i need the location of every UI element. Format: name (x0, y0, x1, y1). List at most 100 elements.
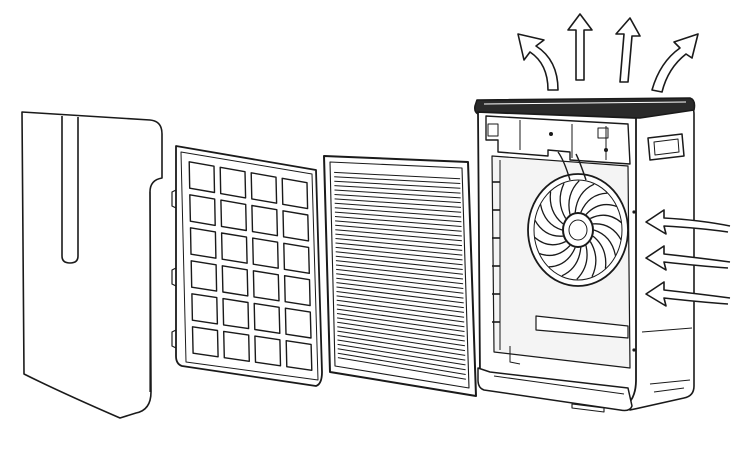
pleat-line (334, 171, 461, 180)
pre-filter (171, 145, 323, 387)
pleat-line (335, 233, 463, 247)
pleat-line (335, 229, 462, 242)
pleat-line (334, 176, 461, 184)
fan-assembly (527, 151, 629, 287)
pleat-line (336, 268, 464, 285)
prefilter-cell (251, 204, 279, 237)
fan-blades (534, 180, 622, 280)
top-vent (474, 97, 696, 119)
left-arrow-icon (645, 245, 731, 271)
up-arrow-icon (517, 33, 559, 91)
pleat-line (336, 273, 464, 289)
fan-blade (549, 191, 564, 225)
prefilter-cell (221, 265, 249, 297)
prefilter-cell (223, 330, 250, 362)
pleat-line (334, 216, 462, 227)
pleat-line (336, 277, 464, 294)
pleat-line (335, 260, 463, 275)
pleat-line (337, 317, 465, 337)
pleat-line (334, 185, 461, 194)
pleat-line (335, 238, 463, 251)
prefilter-cell (188, 161, 216, 194)
prefilter-cell (191, 293, 219, 325)
pleat-line (334, 198, 462, 208)
prefilter-cell (285, 340, 313, 371)
fan-blade (580, 192, 608, 213)
pleat-line (337, 343, 466, 366)
fan-blade (576, 245, 588, 280)
pleat-line (334, 211, 462, 223)
side-handle (647, 133, 685, 161)
prefilter-cell (189, 194, 216, 227)
prefilter-cell (253, 302, 281, 334)
prefilter-cell (283, 275, 311, 307)
left-arrow-icon (645, 209, 731, 235)
fan-blade (593, 229, 617, 256)
fan-blade (539, 204, 563, 231)
left-arrow-icon (645, 281, 731, 307)
outlet-airflow-arrows (517, 13, 699, 93)
pleat-line (334, 180, 461, 189)
fan-blade (561, 247, 582, 277)
pleat-line (336, 291, 464, 309)
pleat-line (337, 335, 466, 356)
fan-blade (539, 245, 571, 257)
prefilter-cell (252, 237, 279, 269)
pleat-line (337, 352, 466, 375)
pleat-line (334, 202, 462, 213)
hepa-filter (323, 155, 477, 397)
fan-blade (568, 180, 580, 215)
pleat-line (337, 357, 466, 380)
pleat-line (335, 242, 463, 256)
prefilter-cell (283, 242, 310, 274)
prefilter-cell (284, 307, 312, 339)
up-arrow-icon (615, 17, 641, 83)
pleat-line (336, 313, 465, 332)
fan-blade (590, 214, 622, 224)
prefilter-cell (220, 199, 247, 232)
pleat-line (337, 339, 466, 361)
pleat-line (337, 321, 465, 342)
prefilter-cell (190, 260, 218, 292)
pleat-line (335, 220, 462, 232)
prefilter-cell (191, 326, 219, 358)
fan-blade (589, 241, 597, 277)
pleat-line (337, 326, 465, 347)
prefilter-cell (281, 177, 309, 210)
pleat-line (336, 299, 465, 318)
pleat-line (334, 194, 461, 204)
hepa-pleat-lines (334, 171, 466, 380)
inlet-airflow-arrows (645, 209, 731, 307)
prefilter-cell (219, 166, 247, 199)
pleat-line (336, 286, 464, 304)
fan-blade (592, 235, 607, 269)
pleat-line (336, 304, 465, 323)
up-arrow-icon (651, 33, 699, 93)
fan-blade (592, 223, 622, 241)
pleat-line (335, 255, 463, 270)
prefilter-cell (254, 335, 282, 367)
pleat-line (337, 330, 466, 352)
prefilter-grid-cells (188, 161, 313, 371)
front-panel (21, 111, 163, 419)
pleat-line (335, 246, 463, 261)
prefilter-cell (220, 232, 248, 264)
prefilter-cell (252, 270, 280, 302)
main-unit (474, 97, 696, 413)
pleat-line (336, 295, 465, 313)
fan-blade (548, 247, 576, 268)
up-arrow-icon (567, 13, 593, 81)
pleat-line (334, 207, 462, 218)
prefilter-cell (250, 172, 278, 204)
pleat-line (334, 189, 461, 199)
prefilter-cell (282, 210, 310, 242)
pleat-line (335, 224, 462, 237)
fan-blade (534, 236, 566, 246)
pleat-line (335, 251, 463, 266)
fan-blade (585, 203, 617, 215)
pleat-line (336, 308, 465, 328)
fan-blade (534, 219, 564, 237)
prefilter-cell (222, 297, 250, 330)
